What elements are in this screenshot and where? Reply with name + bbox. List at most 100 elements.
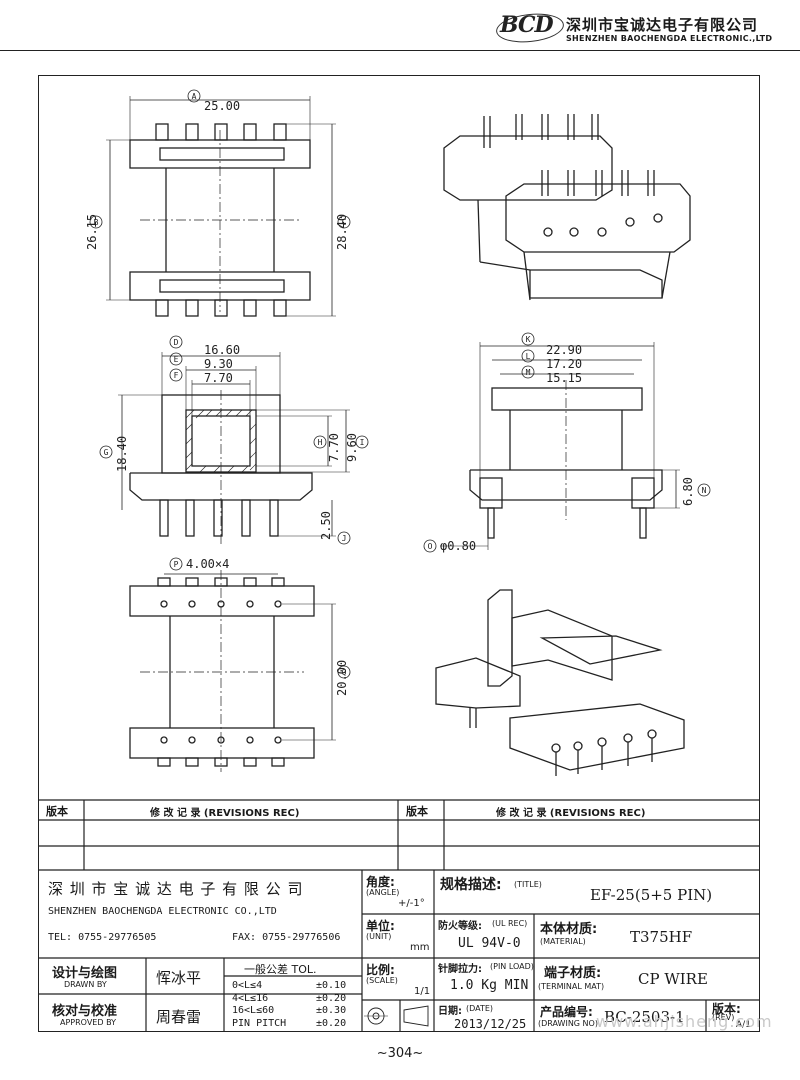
bottom-view xyxy=(129,570,336,772)
projection-symbol xyxy=(364,1005,429,1027)
rev-label: 版本: xyxy=(712,1002,741,1016)
balloon-c: C xyxy=(342,218,347,227)
rev-col-ver-left: 版本 xyxy=(46,805,68,818)
scale-label-en: (SCALE) xyxy=(366,976,398,985)
drawno-label-en: (DRAWING NO) xyxy=(538,1019,598,1028)
rev-label-en: (REV) xyxy=(712,1013,735,1022)
balloon-b: B xyxy=(94,218,99,227)
core-hatch xyxy=(185,409,257,473)
dim-m: 15.15 xyxy=(546,371,582,385)
dimension-balloons xyxy=(89,89,711,679)
dim-d: 16.60 xyxy=(204,343,240,357)
title-block-grid xyxy=(38,799,760,1032)
drawno-value: BC-2503-1 xyxy=(604,1008,685,1026)
dim-q: 20.00 xyxy=(335,660,349,696)
date-label: 日期: xyxy=(438,1006,462,1017)
balloon-o: O xyxy=(428,542,433,551)
date-value: 2013/12/25 xyxy=(454,1017,527,1031)
drawn-label: 设计与绘图 xyxy=(52,966,118,981)
dim-i: 9.60 xyxy=(345,433,359,462)
date-label-en: (DATE) xyxy=(466,1004,494,1013)
terminal-label-en: (TERMINAL MAT) xyxy=(538,982,605,991)
tb-company-cn: 深 圳 市 宝 诚 达 电 子 有 限 公 司 xyxy=(48,880,304,898)
tb-fax: FAX: 0755-29776506 xyxy=(232,932,341,943)
drawing-frame xyxy=(38,75,760,1032)
dim-a: 25.00 xyxy=(204,99,240,113)
tol-value-1: ±0.10 xyxy=(316,980,347,991)
company-logo: BCD xyxy=(500,12,554,38)
dim-p: 4.00×4 xyxy=(186,557,229,571)
balloon-p: P xyxy=(174,560,179,569)
balloon-m: M xyxy=(526,368,531,377)
drawn-label-en: DRAWN BY xyxy=(64,980,107,989)
tol-range-1: 0<L≤4 xyxy=(232,980,263,991)
dim-f: 7.70 xyxy=(204,371,233,385)
angle-value: +/-1° xyxy=(398,898,425,909)
tolerance-values: ±0.10 ±0.20 ±0.30 ±0.20 xyxy=(316,980,346,1030)
balloon-d: D xyxy=(174,338,179,347)
dim-c: 28.40 xyxy=(335,214,349,250)
header-rule xyxy=(0,50,800,51)
terminal-value: CP WIRE xyxy=(638,970,708,988)
tb-company-en: SHENZHEN BAOCHENGDA ELECTRONIC CO.,LTD xyxy=(48,906,277,917)
approved-label: 核对与校准 xyxy=(52,1004,118,1019)
balloon-i: I xyxy=(360,438,365,447)
dim-l: 17.20 xyxy=(546,357,582,371)
isometric-view-top xyxy=(443,114,691,301)
dim-g: 18.40 xyxy=(115,436,129,472)
balloon-e: E xyxy=(174,355,179,364)
material-label: 本体材质: xyxy=(540,922,598,937)
rev-value: A/1 xyxy=(736,1020,751,1030)
scale-label: 比例: xyxy=(366,963,395,977)
approved-label-en: APPROVED BY xyxy=(60,1018,117,1027)
dim-e: 9.30 xyxy=(204,357,233,371)
isometric-view-bottom xyxy=(435,589,685,776)
ul-label-en: (UL REC) xyxy=(492,919,528,928)
angle-label-en: (ANGLE) xyxy=(366,888,400,897)
side-view xyxy=(440,342,680,550)
tol-range-3: 16<L≤60 xyxy=(232,1005,275,1016)
dim-n: 6.80 xyxy=(681,477,695,506)
unit-value: mm xyxy=(410,942,430,953)
page-number: ~304~ xyxy=(376,1046,424,1061)
dim-j: 2.50 xyxy=(319,511,333,540)
dim-o: φ0.80 xyxy=(440,539,476,553)
rev-col-ver-right: 版本 xyxy=(406,805,428,818)
ul-value: UL 94V-0 xyxy=(458,936,521,951)
dim-b: 26.15 xyxy=(85,214,99,250)
pinload-label: 针脚拉力: xyxy=(438,964,482,975)
balloon-n: N xyxy=(702,486,707,495)
angle-label: 角度: xyxy=(366,875,395,889)
balloon-a: A xyxy=(192,92,197,101)
balloon-k: K xyxy=(526,335,531,344)
front-view xyxy=(118,352,350,545)
material-label-en: (MATERIAL) xyxy=(540,937,586,946)
title-value: EF-25(5+5 PIN) xyxy=(590,886,713,904)
tolerance-title: 一般公差 TOL. xyxy=(244,963,317,976)
title-label: 规格描述: xyxy=(440,877,502,893)
material-value: T375HF xyxy=(630,928,693,946)
title-label-en: (TITLE) xyxy=(514,880,542,889)
pinload-value: 1.0 Kg MIN xyxy=(450,978,529,993)
balloon-q: Q xyxy=(342,668,347,677)
terminal-label: 端子材质: xyxy=(544,966,602,981)
unit-label: 单位: xyxy=(366,919,395,933)
top-view xyxy=(106,96,336,317)
drawn-value: 恽冰平 xyxy=(156,969,202,987)
tol-range-4: PIN PITCH xyxy=(232,1017,287,1029)
tol-value-2: ±0.20 xyxy=(316,992,347,1004)
balloon-f: F xyxy=(174,371,179,380)
tol-value-3: ±0.30 xyxy=(316,1005,347,1016)
balloon-l: L xyxy=(526,352,531,361)
rev-col-rec-left: 修 改 记 录 (REVISIONS REC) xyxy=(150,808,300,819)
tb-tel: TEL: 0755-29776505 xyxy=(48,932,157,943)
balloon-j: J xyxy=(342,534,347,543)
dim-h: 7.70 xyxy=(327,433,341,462)
company-name-cn: 深圳市宝诚达电子有限公司 xyxy=(566,16,759,34)
rev-col-rec-right: 修 改 记 录 (REVISIONS REC) xyxy=(496,808,646,819)
tol-range-2: 4<L≤16 xyxy=(232,992,269,1004)
scale-value: 1/1 xyxy=(414,986,431,997)
balloon-h: H xyxy=(318,438,323,447)
drawno-label: 产品编号: xyxy=(540,1005,593,1019)
